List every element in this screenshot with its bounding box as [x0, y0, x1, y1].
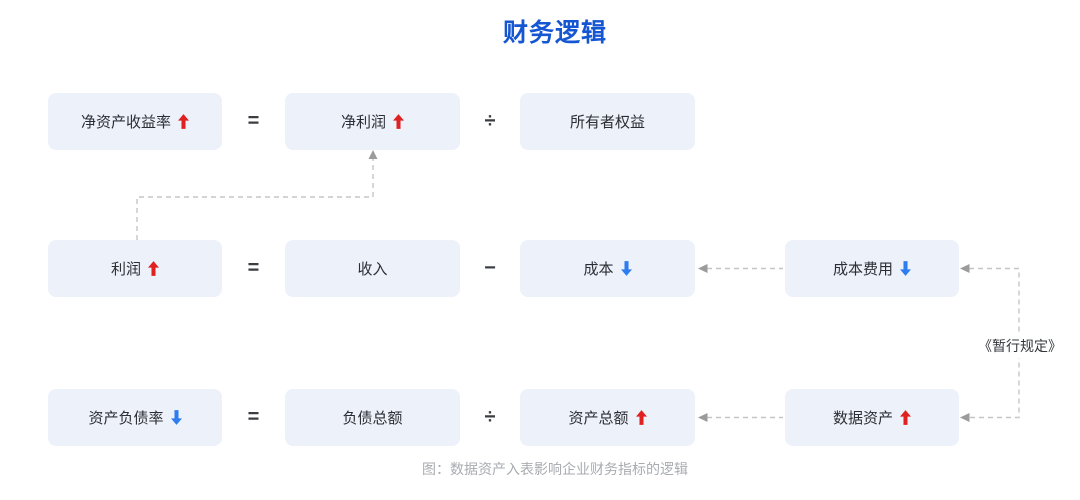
diagram-title: 财务逻辑 [502, 19, 607, 47]
profit-box: 利润 [48, 240, 222, 297]
total-assets-box: 资产总额 [520, 389, 695, 446]
down-arrow-icon [900, 261, 911, 276]
up-arrow-icon [393, 114, 404, 129]
revenue-label: 收入 [357, 261, 388, 278]
equals-operator-row1: = [247, 110, 260, 132]
arrowhead-left-cost-expense [960, 264, 970, 273]
cost-box: 成本 [520, 240, 695, 297]
up-arrow-icon [900, 410, 911, 425]
revenue-box: 收入 [285, 240, 460, 297]
down-arrow-icon [170, 410, 182, 425]
equals-operator-row2: = [247, 257, 260, 279]
cost-expense-box: 成本费用 [785, 240, 959, 297]
debt-ratio-box: 资产负债率 [48, 389, 222, 446]
cost-label: 成本 [583, 261, 614, 278]
equals-operator-row3: = [247, 406, 260, 428]
up-arrow-icon [148, 261, 159, 276]
diagram-caption: 图：数据资产入表影响企业财务指标的逻辑 [422, 461, 688, 477]
arrowhead-up-net-profit [368, 150, 378, 159]
net-profit-box: 净利润 [285, 93, 460, 150]
minus-operator-row2: − [484, 257, 496, 279]
up-arrow-icon [635, 410, 647, 425]
owners-equity-label: 所有者权益 [569, 114, 645, 131]
total-liabilities-box: 负债总额 [285, 389, 460, 446]
total-liabilities-label: 负债总额 [342, 410, 403, 427]
cost-expense-label: 成本费用 [832, 261, 893, 278]
roe-box: 净资产收益率 [48, 93, 222, 150]
owners-equity-box: 所有者权益 [520, 93, 695, 150]
divide-operator-row1: ÷ [484, 110, 496, 132]
data-assets-label: 数据资产 [832, 410, 893, 427]
up-arrow-icon [178, 114, 189, 129]
arrowhead-left-total-assets [698, 413, 708, 422]
down-arrow-icon [620, 261, 632, 276]
divide-operator-row3: ÷ [484, 406, 496, 428]
net-profit-label: 净利润 [340, 114, 386, 131]
debt-ratio-label: 资产负债率 [88, 410, 164, 427]
regulation-annotation: 《暂行规定》 [960, 334, 1080, 358]
data-assets-box: 数据资产 [785, 389, 959, 446]
total-assets-label: 资产总额 [568, 410, 629, 427]
connector-profit-to-net-profit [136, 158, 374, 240]
roe-label: 净资产收益率 [80, 114, 171, 131]
arrowhead-left-data-assets [960, 413, 970, 422]
profit-label: 利润 [110, 261, 141, 278]
arrowhead-left-cost [698, 264, 708, 273]
